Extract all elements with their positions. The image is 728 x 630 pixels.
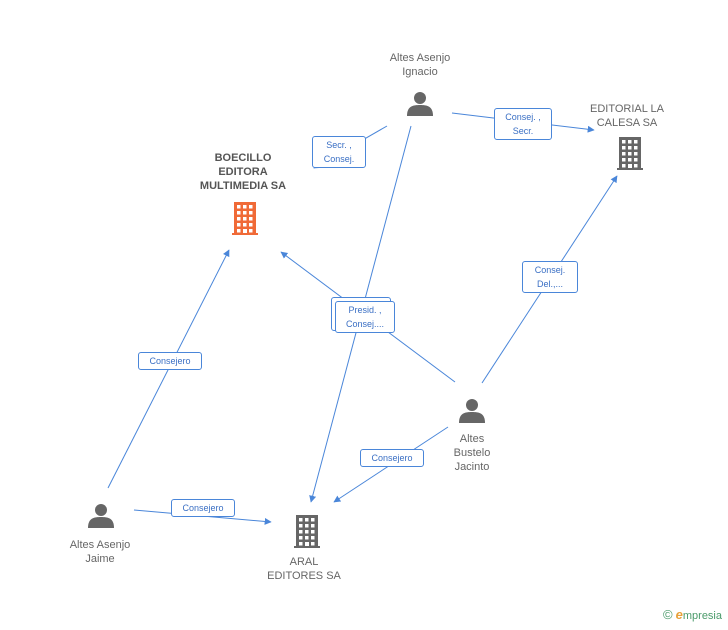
person-icon[interactable]: [407, 92, 433, 116]
building-icon[interactable]: [294, 515, 320, 548]
edge-label-jacinto-aral[interactable]: Consejero: [360, 449, 424, 467]
node-label-jacinto: Altes Bustelo Jacinto: [453, 433, 491, 473]
node-label-jaime: Altes Asenjo Jaime: [69, 539, 131, 565]
node-label-aral: ARAL EDITORES SA: [267, 556, 341, 582]
edge-label-jaime-aral[interactable]: Consejero: [171, 499, 235, 517]
edge-label-jacinto-boecillo[interactable]: Presid. , Consej....: [335, 301, 395, 333]
edge-label-jaime-boecillo[interactable]: Consejero: [138, 352, 202, 370]
node-label-boecillo: BOECILLO EDITORA MULTIMEDIA SA: [199, 152, 287, 192]
edge-label-ignacio-boecillo[interactable]: Secr. , Consej.: [312, 136, 366, 168]
empresia-logo: ©empresia: [663, 607, 722, 622]
node-label-calesa: EDITORIAL LA CALESA SA: [590, 103, 664, 129]
person-icon[interactable]: [88, 504, 114, 528]
node-label-ignacio: Altes Asenjo Ignacio: [389, 52, 451, 78]
focus-company-building-icon[interactable]: [232, 202, 258, 235]
building-icon[interactable]: [617, 137, 643, 170]
edge-label-ignacio-calesa[interactable]: Consej. , Secr.: [494, 108, 552, 140]
person-icon[interactable]: [459, 399, 485, 423]
edge-label-jacinto-calesa[interactable]: Consej. Del.,...: [522, 261, 578, 293]
